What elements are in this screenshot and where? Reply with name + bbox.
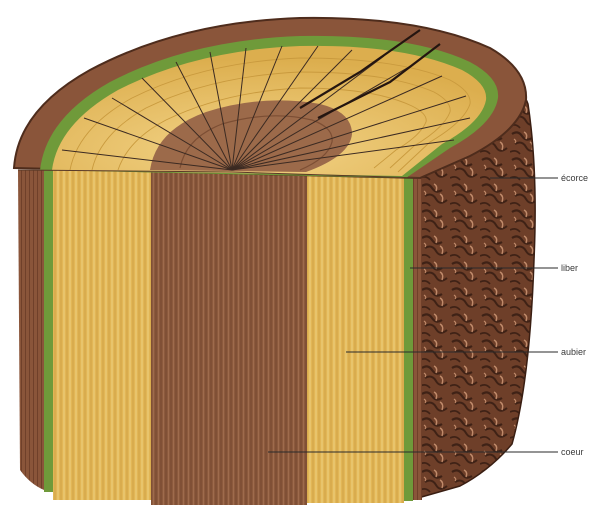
label-aubier: aubier [561, 347, 586, 357]
front-bark-left [18, 170, 44, 490]
label-ecorce: écorce [561, 173, 588, 183]
front-heartwood [151, 170, 307, 505]
front-bark-right [413, 176, 422, 500]
front-sapwood-right [307, 170, 404, 503]
front-sapwood-left [53, 170, 151, 500]
front-liber-left [44, 170, 53, 492]
label-coeur: coeur [561, 447, 584, 457]
label-liber: liber [561, 263, 578, 273]
